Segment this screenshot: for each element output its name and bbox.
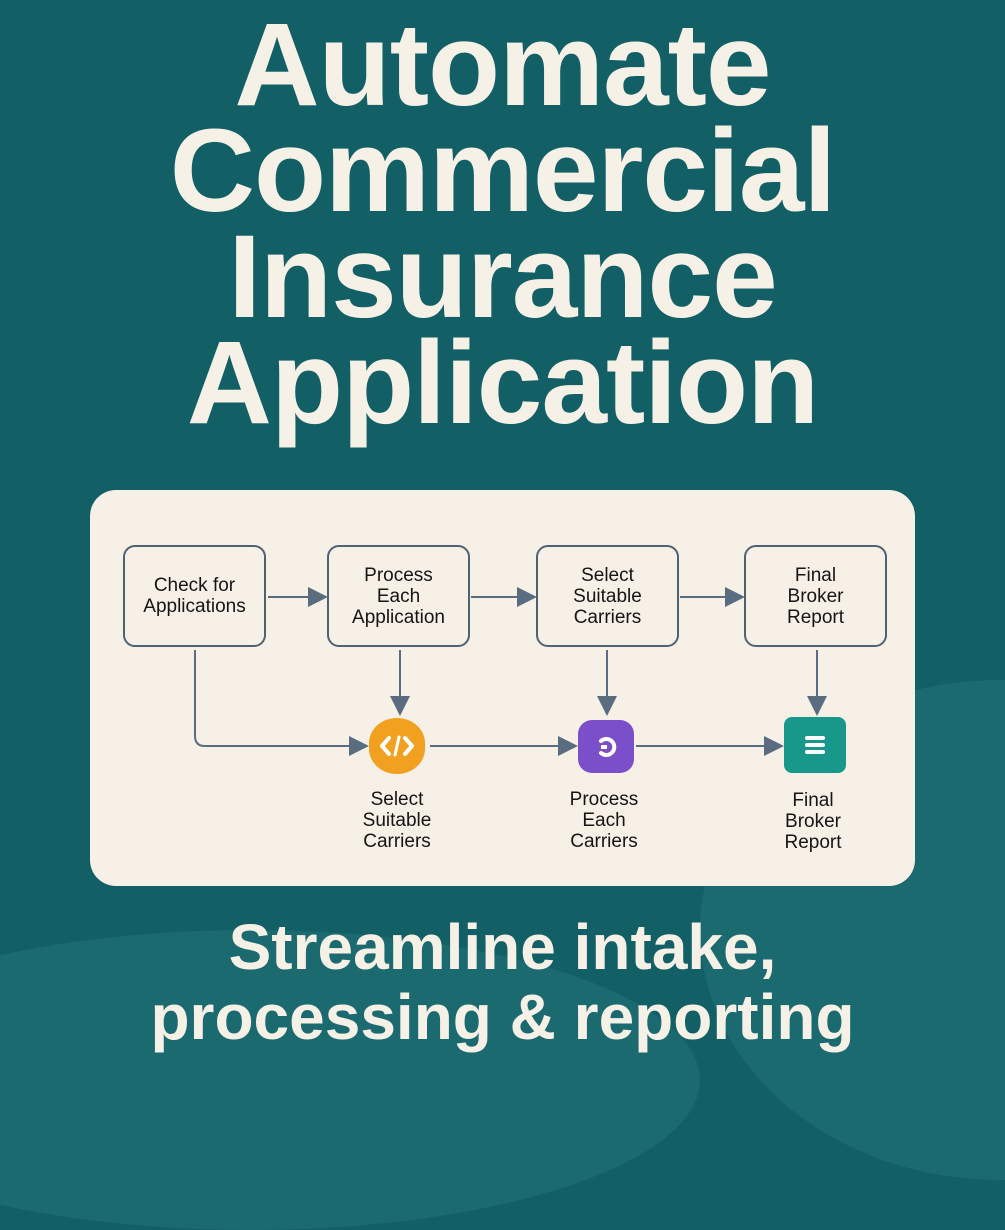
node-label-process-carriers: Process Each Carriers bbox=[534, 789, 674, 852]
node-label-line: Carriers bbox=[363, 831, 431, 852]
workflow-card: Check for Applications Process Each Appl… bbox=[90, 490, 915, 886]
node-process-carriers[interactable] bbox=[578, 720, 634, 773]
title-line: Automate bbox=[234, 0, 771, 131]
connectors bbox=[194, 587, 827, 756]
code-icon bbox=[380, 735, 414, 757]
subtitle: Streamline intake, processing & reportin… bbox=[0, 912, 1005, 1052]
step-label: Process bbox=[364, 564, 433, 586]
step-final-broker-report[interactable]: Final Broker Report bbox=[744, 545, 887, 647]
menu-icon bbox=[805, 736, 825, 754]
node-label-line: Process bbox=[569, 789, 639, 810]
step-select-suitable-carriers[interactable]: Select Suitable Carriers bbox=[536, 545, 679, 647]
step-label: Select bbox=[581, 564, 634, 586]
node-label-line: Select bbox=[370, 789, 424, 810]
subtitle-line: Streamline intake, bbox=[228, 911, 777, 983]
node-label-select-carriers: Select Suitable Carriers bbox=[327, 789, 467, 852]
title-line: Commercial bbox=[169, 105, 837, 237]
node-label-line: Report bbox=[784, 832, 842, 853]
connector-arrow bbox=[194, 650, 369, 756]
node-label-line: Suitable bbox=[362, 810, 432, 831]
node-label-line: Final bbox=[792, 790, 834, 811]
node-label-final-report: Final Broker Report bbox=[743, 790, 883, 853]
node-label-line: Carriers bbox=[570, 831, 638, 852]
step-label: Suitable bbox=[573, 585, 642, 607]
step-label: Check for bbox=[153, 575, 236, 596]
step-process-each-application[interactable]: Process Each Application bbox=[327, 545, 470, 647]
step-label: Carriers bbox=[573, 606, 642, 628]
node-select-carriers[interactable] bbox=[369, 718, 425, 774]
node-final-report[interactable] bbox=[784, 717, 846, 773]
title-line: Insurance bbox=[228, 211, 777, 343]
step-label: Each bbox=[376, 585, 421, 607]
title-line: Application bbox=[186, 317, 819, 449]
subtitle-line: processing & reporting bbox=[150, 981, 855, 1053]
step-label: Final bbox=[794, 564, 837, 586]
node-label-line: Broker bbox=[785, 811, 841, 832]
step-label: Broker bbox=[787, 585, 844, 607]
page-title: Automate Commercial Insurance Applicatio… bbox=[0, 0, 1005, 449]
node-label-line: Each bbox=[582, 810, 626, 831]
step-check-applications[interactable]: Check for Applications bbox=[123, 545, 266, 647]
step-label: Application bbox=[352, 606, 445, 628]
refresh-icon bbox=[599, 736, 617, 757]
step-label: Report bbox=[786, 606, 845, 628]
step-label: Applications bbox=[143, 596, 246, 617]
